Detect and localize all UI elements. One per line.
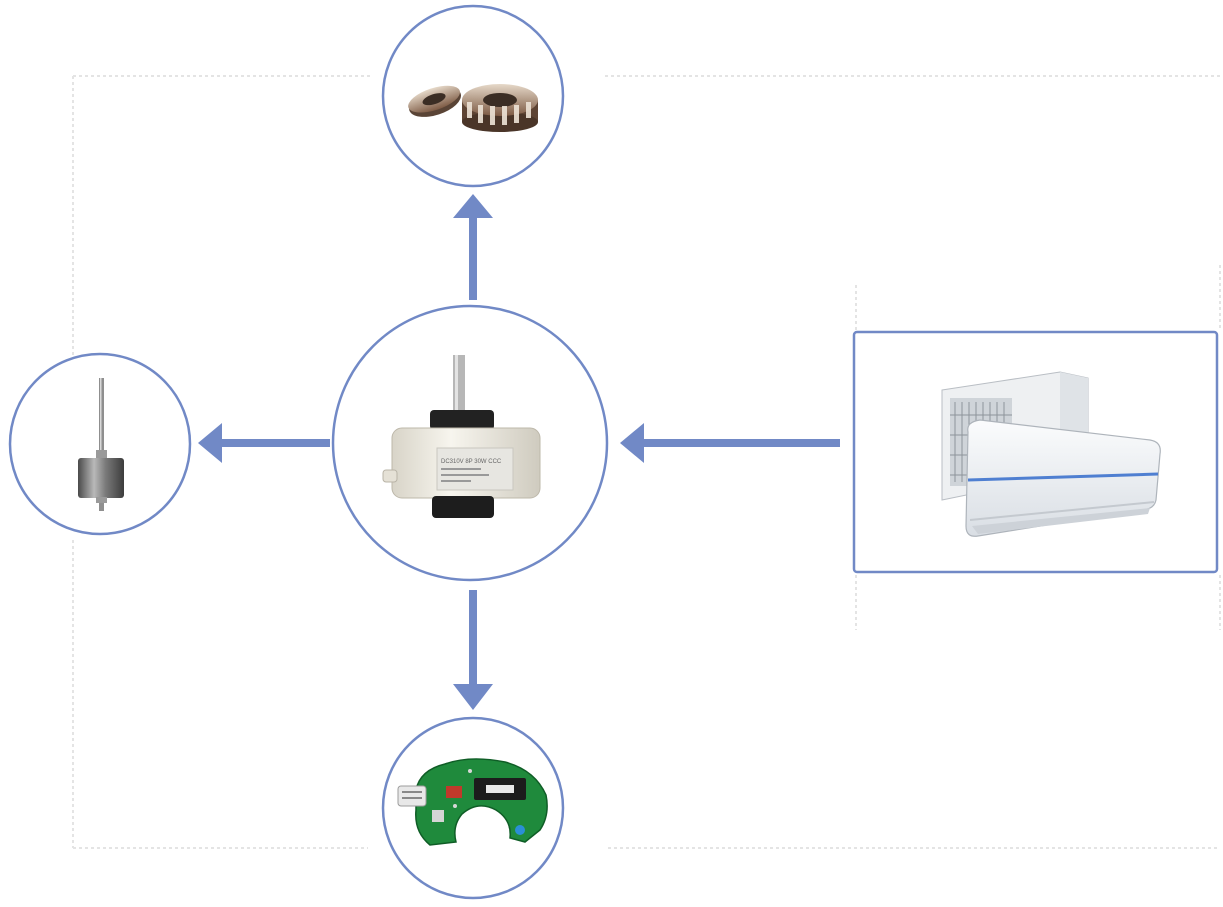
arrow-left [198,423,330,463]
circuit-board-icon [397,758,548,846]
stator-core-icon [408,84,538,132]
motor-label-text: DC310V 8P 30W CCC [441,459,502,465]
stator-node [381,4,565,188]
arrow-up [453,194,493,300]
pcb-node [381,716,565,900]
air-conditioner-icon [941,371,1161,537]
ac-node [852,330,1219,574]
fan-motor-icon: DC310V 8P 30W CCC [382,355,541,518]
background-frame [72,75,1221,849]
arrow-down [453,590,493,710]
arrow-right-to-center [620,423,840,463]
rotor-node [8,352,192,536]
rotor-shaft-icon [78,378,124,511]
motor-node: DC310V 8P 30W CCC [331,304,609,582]
